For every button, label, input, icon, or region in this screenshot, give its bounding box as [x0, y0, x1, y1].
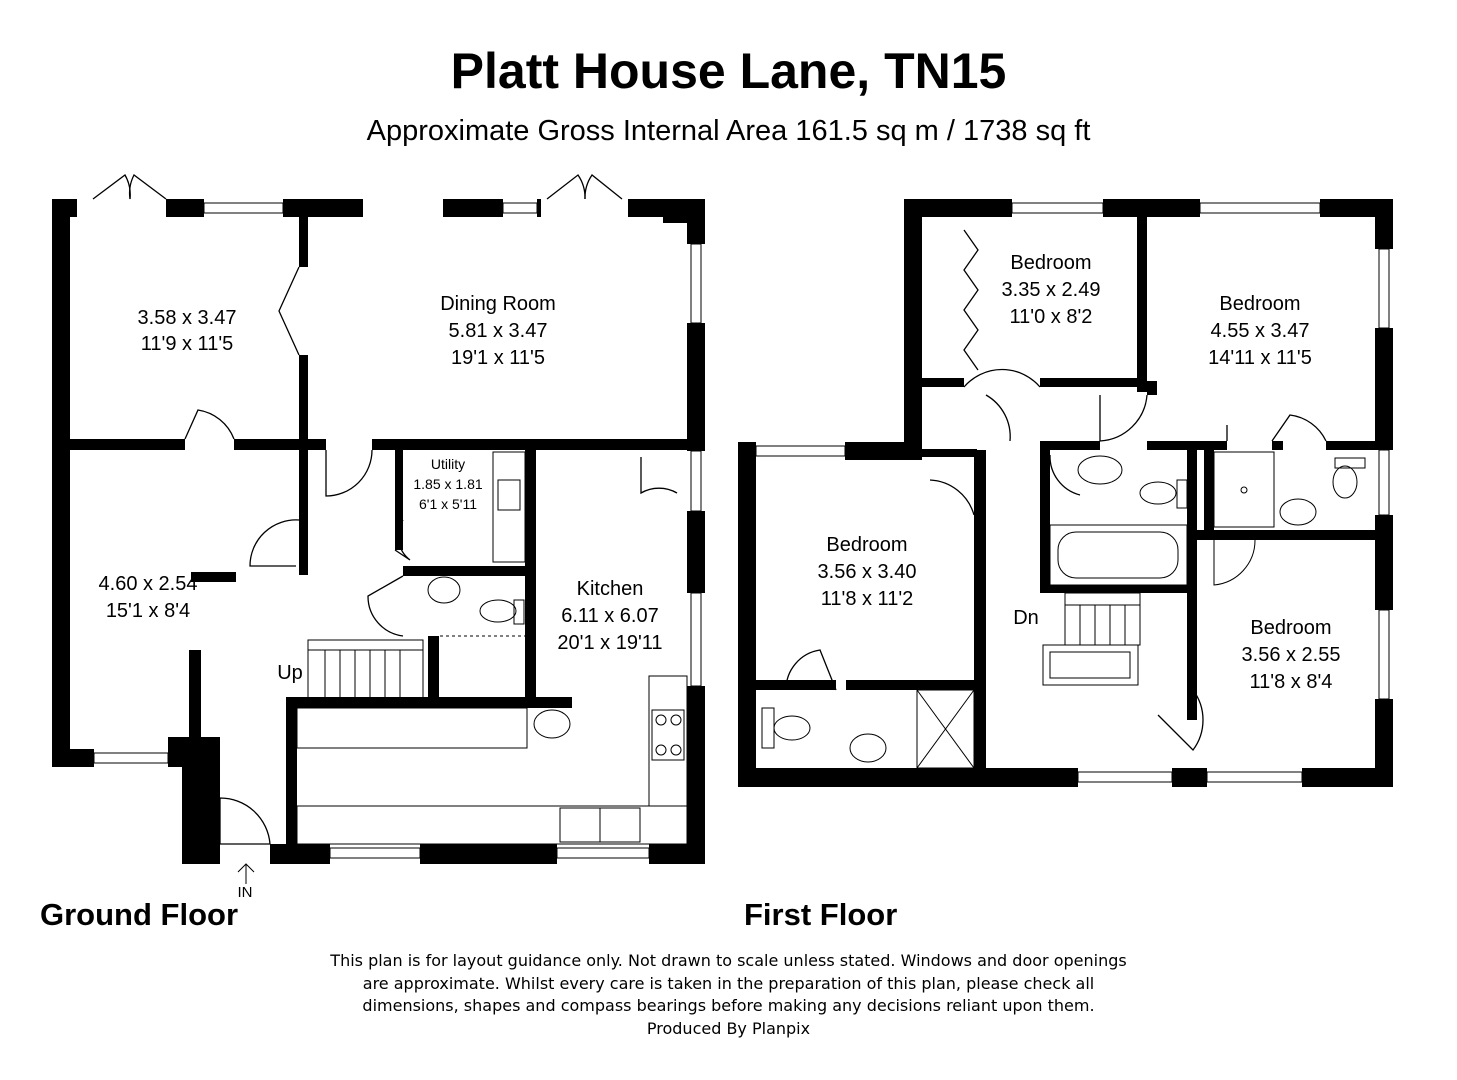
- bedroom-2-metric: 4.55 x 3.47: [1211, 320, 1310, 342]
- bedroom-3-metric: 3.56 x 3.40: [818, 561, 917, 583]
- dining-room-imperial: 19'1 x 11'5: [451, 347, 545, 369]
- plan-title: Platt House Lane, TN15: [450, 43, 1007, 99]
- ground-floor-plan: [52, 174, 1204, 884]
- ground-floor-label: Ground Floor: [40, 897, 239, 932]
- kitchen-name: Kitchen: [577, 578, 644, 600]
- bedroom-1-imperial: 11'0 x 8'2: [1010, 306, 1093, 328]
- first-floor-doors: [785, 229, 1327, 691]
- room-1-imperial: 11'9 x 11'5: [141, 333, 234, 355]
- utility-metric: 1.85 x 1.81: [413, 476, 482, 492]
- room-1-metric: 3.58 x 3.47: [138, 307, 237, 329]
- disclaimer-credit: Produced By Planpix: [646, 1018, 811, 1038]
- first-floor-windows: [755, 202, 1390, 783]
- stairs-up-label: Up: [277, 662, 303, 684]
- ground-floor-fittings: [296, 451, 688, 845]
- entrance-arrow-icon: [237, 863, 255, 884]
- bedroom-4-metric: 3.56 x 2.55: [1242, 644, 1341, 666]
- room-3-imperial: 15'1 x 8'4: [106, 600, 190, 622]
- disclaimer-line-2: are approximate. Whilst every care is ta…: [362, 973, 1095, 993]
- bedroom-4-imperial: 11'8 x 8'4: [1250, 671, 1333, 693]
- ground-floor-walls: [52, 199, 705, 864]
- disclaimer-line-3: dimensions, shapes and compass bearings …: [362, 996, 1095, 1015]
- utility-name: Utility: [431, 456, 465, 472]
- ground-floor-doors: [92, 174, 1204, 845]
- disclaimer: This plan is for layout guidance only. N…: [0, 950, 1457, 1040]
- ground-floor-room-labels: 3.58 x 3.47 11'9 x 11'5 Dining Room 5.81…: [99, 293, 663, 901]
- plan-area-subtitle: Approximate Gross Internal Area 161.5 sq…: [366, 115, 1091, 147]
- disclaimer-line-1: This plan is for layout guidance only. N…: [330, 951, 1127, 970]
- first-floor-label: First Floor: [744, 897, 898, 932]
- dining-room-name: Dining Room: [440, 293, 556, 315]
- bedroom-3-name: Bedroom: [826, 534, 907, 556]
- first-floor-walls: [738, 199, 1393, 787]
- ground-floor-windows: [93, 202, 702, 859]
- entrance-label: IN: [238, 884, 253, 901]
- first-floor-plan: [738, 199, 1393, 787]
- bedroom-3-imperial: 11'8 x 11'2: [821, 588, 914, 610]
- bedroom-2-imperial: 14'11 x 11'5: [1208, 347, 1312, 369]
- bedroom-1-metric: 3.35 x 2.49: [1002, 279, 1101, 301]
- utility-imperial: 6'1 x 5'11: [419, 496, 477, 512]
- room-3-metric: 4.60 x 2.54: [99, 573, 198, 595]
- bedroom-2-name: Bedroom: [1219, 293, 1300, 315]
- bedroom-1-name: Bedroom: [1010, 252, 1091, 274]
- ground-floor-stairs: [307, 639, 424, 699]
- kitchen-imperial: 20'1 x 19'11: [557, 632, 662, 654]
- stairs-down-label: Dn: [1013, 607, 1039, 629]
- first-floor-fittings: [761, 451, 1366, 769]
- dining-room-metric: 5.81 x 3.47: [449, 320, 548, 342]
- kitchen-metric: 6.11 x 6.07: [561, 605, 658, 627]
- bedroom-4-name: Bedroom: [1250, 617, 1331, 639]
- first-floor-room-labels: Bedroom 3.35 x 2.49 11'0 x 8'2 Bedroom 4…: [818, 252, 1341, 693]
